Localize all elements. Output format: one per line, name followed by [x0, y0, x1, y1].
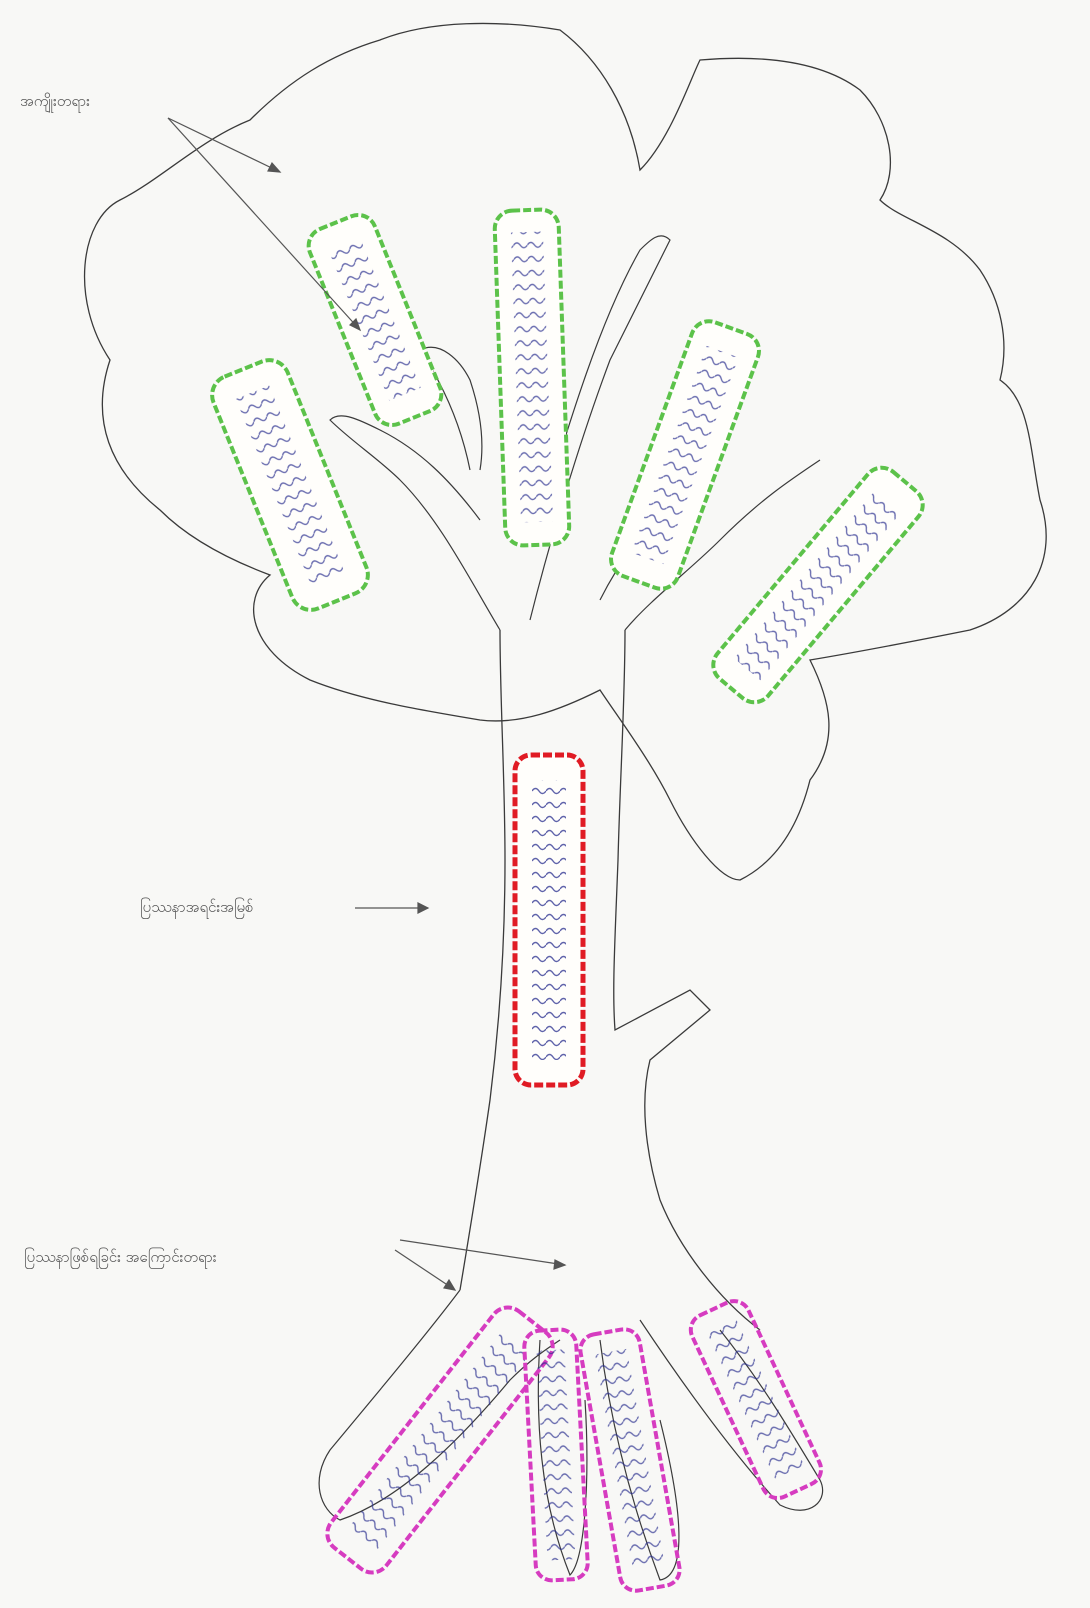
- trunk-outline: [460, 630, 760, 1330]
- arrow-causes: [395, 1240, 565, 1290]
- effect-box-3: [494, 209, 570, 546]
- cause-box-2: [523, 1329, 588, 1581]
- core-problem-label: ပြဿနာအရင်းအမြစ်: [140, 898, 253, 920]
- effect-box-2: [303, 210, 447, 431]
- cause-box-3: [578, 1327, 682, 1593]
- effect-box-5: [706, 460, 930, 709]
- cause-box-4: [686, 1296, 827, 1503]
- branch-left: [330, 416, 500, 630]
- effect-box-1: [206, 354, 374, 616]
- effect-box-4: [606, 316, 764, 594]
- core-problem-box: [515, 755, 583, 1085]
- effects-label: အကျိုးတရား: [20, 92, 90, 114]
- arrow-core: [355, 903, 428, 913]
- causes-label: ပြဿနာဖြစ်ရခြင်း အကြောင်းတရား: [24, 1248, 217, 1270]
